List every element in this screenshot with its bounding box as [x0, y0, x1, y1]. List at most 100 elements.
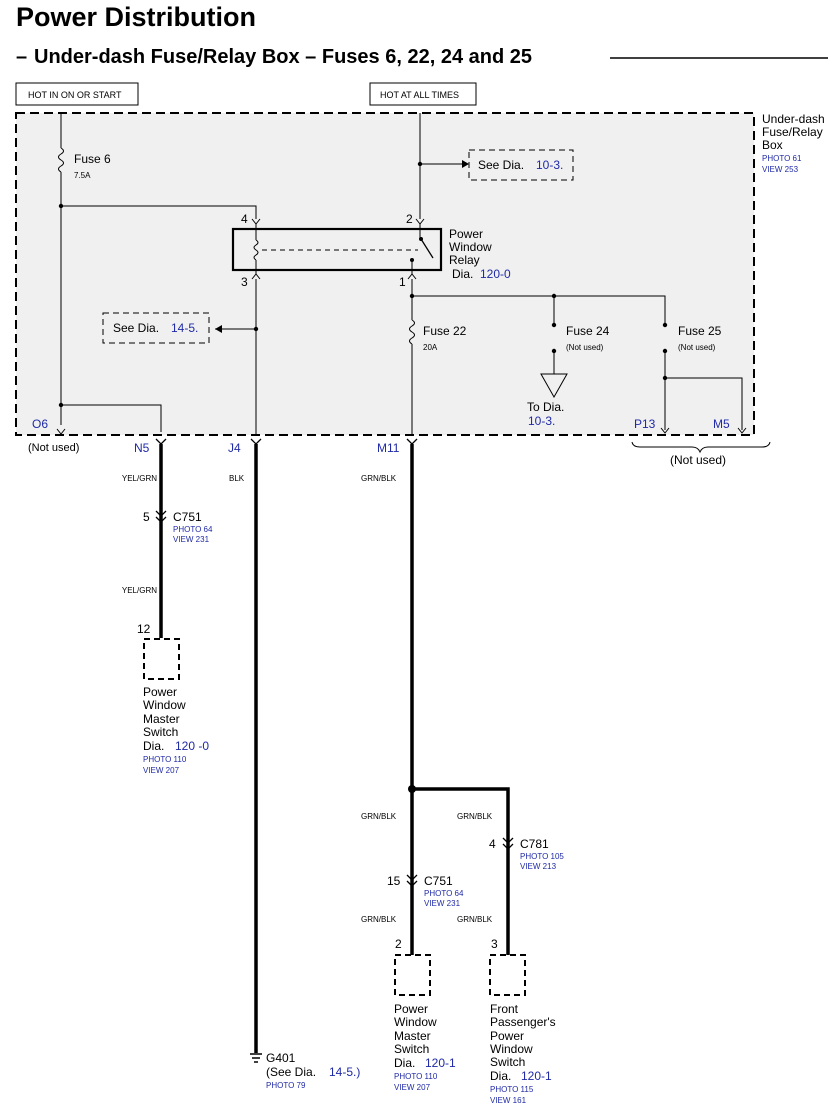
terminal-o6: O6 — [32, 417, 48, 431]
fuse25-note: (Not used) — [678, 343, 716, 352]
pwms0-label-4: Switch — [143, 725, 178, 739]
fuse-box-outline — [15, 112, 755, 436]
pwms1-label-4: Switch — [394, 1042, 429, 1056]
see-10-3-box — [468, 149, 574, 181]
fppws-label-3: Power — [490, 1029, 524, 1043]
wire-label-grn-blk-top: GRN/BLK — [361, 474, 397, 483]
see-10-3-prefix: See Dia. — [478, 158, 524, 172]
relay-label-2: Window — [449, 240, 492, 254]
fuse24-contact-top — [551, 322, 557, 328]
g401-see-ref: 14-5.) — [329, 1065, 360, 1079]
relay-label-1: Power — [449, 227, 483, 241]
m5-terminal — [737, 427, 747, 434]
to-dia-ref: 10-3. — [528, 414, 555, 428]
pwms0-component — [143, 638, 180, 680]
fuse6-symbol — [58, 147, 64, 173]
g401-see-prefix: (See Dia. — [266, 1065, 316, 1079]
wire-label-grn-blk-right2: GRN/BLK — [457, 915, 493, 924]
fuse22-name: Fuse 22 — [423, 324, 467, 338]
see-14-5-prefix: See Dia. — [113, 321, 159, 335]
terminal-j4: J4 — [228, 441, 241, 455]
pwms1-component — [394, 954, 431, 996]
fppws-pin: 3 — [491, 937, 498, 951]
terminal-m5: M5 — [713, 417, 730, 431]
terminal-p13-m5-note: (Not used) — [670, 453, 726, 467]
wire-fuse25-m5 — [665, 377, 743, 430]
fuse24-offpage-arrow — [540, 373, 568, 399]
pwms0-dia-ref: 120 -0 — [175, 739, 209, 753]
j4-terminal — [250, 438, 262, 445]
pwms0-view: VIEW 207 — [143, 766, 180, 775]
g401-ground-symbol — [250, 1053, 262, 1063]
hot-in-on-label: HOT IN ON OR START — [28, 90, 122, 100]
pwms0-photo: PHOTO 110 — [143, 755, 187, 764]
pwms1-label-2: Window — [394, 1015, 437, 1029]
relay-pin4-terminal — [251, 218, 261, 240]
fuse-box-label-3: Box — [762, 138, 783, 152]
hot-always-label: HOT AT ALL TIMES — [380, 90, 459, 100]
fppws-component — [489, 954, 526, 996]
fppws-view: VIEW 161 — [490, 1096, 527, 1105]
relay-pin1-terminal — [407, 260, 417, 280]
fuse-box-photo: PHOTO 61 — [762, 154, 802, 163]
hot-always-box — [369, 82, 477, 106]
fuse-box-label-2: Fuse/Relay — [762, 125, 823, 139]
pwms0-dia-prefix: Dia. — [143, 739, 164, 753]
fuse22-symbol — [409, 319, 415, 345]
relay-dia-ref: 120-0 — [480, 267, 511, 281]
c751b-photo: PHOTO 64 — [424, 889, 464, 898]
pwms1-dia-prefix: Dia. — [394, 1056, 415, 1070]
relay-pin-2: 2 — [406, 212, 413, 226]
fppws-label-2: Passenger's — [490, 1015, 556, 1029]
relay-pin2-terminal — [415, 218, 425, 238]
relay-box — [231, 227, 443, 272]
fuse6-rating: 7.5A — [74, 171, 91, 180]
fuse-box-view: VIEW 253 — [762, 165, 799, 174]
c781-connector — [502, 837, 514, 850]
fppws-label-5: Switch — [490, 1055, 525, 1069]
pwms1-label-3: Master — [394, 1029, 431, 1043]
relay-label-3: Relay — [449, 253, 480, 267]
c751a-view: VIEW 231 — [173, 535, 210, 544]
see-14-5-box — [102, 312, 210, 344]
pwms1-photo: PHOTO 110 — [394, 1072, 438, 1081]
wire-to-relay-pin4 — [61, 205, 257, 219]
wire-label-yel-grn-1: YEL/GRN — [122, 474, 157, 483]
g401-photo: PHOTO 79 — [266, 1081, 306, 1090]
wire-fuse-bus — [412, 295, 666, 323]
c781-name: C781 — [520, 837, 549, 851]
c751a-connector — [155, 510, 167, 523]
n5-terminal — [155, 438, 167, 445]
relay-switch-arm — [420, 238, 434, 259]
p13-terminal — [660, 427, 670, 434]
m11-terminal — [406, 438, 418, 445]
page-title: Power Distribution — [16, 2, 257, 32]
relay-pin-4: 4 — [241, 212, 248, 226]
c751b-pin: 15 — [387, 874, 401, 888]
terminal-m11: M11 — [377, 441, 400, 455]
fuse22-rating: 20A — [423, 343, 438, 352]
fppws-label-4: Window — [490, 1042, 533, 1056]
fuse24-name: Fuse 24 — [566, 324, 610, 338]
pwms1-label-1: Power — [394, 1002, 428, 1016]
see-14-5-ref: 14-5. — [171, 321, 198, 335]
c751b-view: VIEW 231 — [424, 899, 461, 908]
wire-label-blk: BLK — [229, 474, 245, 483]
terminal-o6-note: (Not used) — [28, 442, 79, 454]
wire-label-grn-blk-left1: GRN/BLK — [361, 812, 397, 821]
pwms0-pin: 12 — [137, 622, 151, 636]
pwms1-dia-ref: 120-1 — [425, 1056, 456, 1070]
arrow-see-10-3 — [462, 160, 469, 168]
c781-view: VIEW 213 — [520, 862, 557, 871]
fuse25-contact-top — [662, 322, 668, 328]
section-title: Under-dash Fuse/Relay Box – Fuses 6, 22,… — [34, 46, 532, 68]
wire-to-n5 — [61, 404, 162, 432]
pwms1-view: VIEW 207 — [394, 1083, 431, 1092]
hot-in-on-box — [15, 82, 139, 106]
to-dia-prefix: To Dia. — [527, 400, 564, 414]
c751a-photo: PHOTO 64 — [173, 525, 213, 534]
g401-name: G401 — [266, 1051, 296, 1065]
c781-pin: 4 — [489, 837, 496, 851]
relay-coil-symbol — [253, 239, 259, 261]
